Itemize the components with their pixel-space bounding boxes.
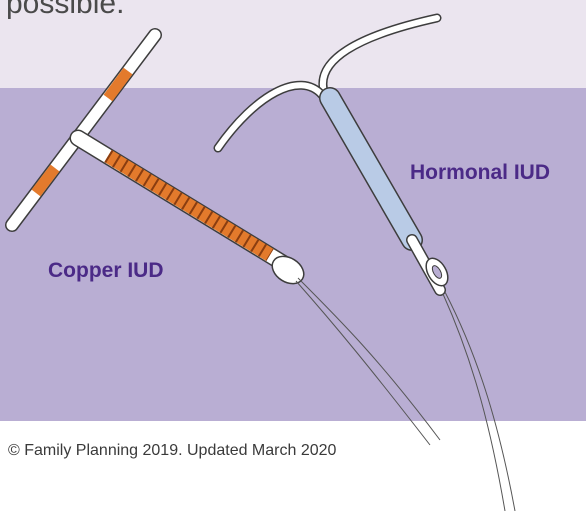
copyright-footer: © Family Planning 2019. Updated March 20… [8,442,336,460]
hormonal-iud-illustration [218,18,515,511]
copper-iud-label: Copper IUD [48,259,164,283]
copper-iud-illustration [12,35,440,445]
hormonal-iud-label: Hormonal IUD [410,161,550,185]
